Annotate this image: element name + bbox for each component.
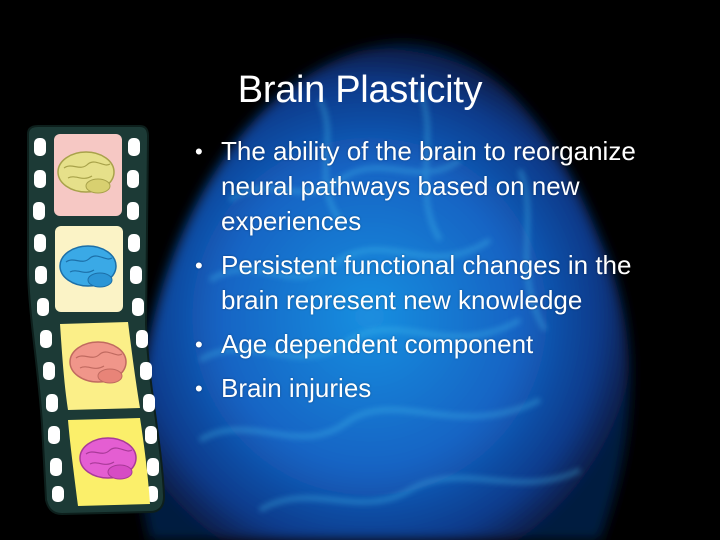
bullet-list: • The ability of the brain to reorganize…	[193, 134, 693, 415]
bullet-item: • Persistent functional changes in the b…	[193, 248, 693, 318]
bullet-item: • Age dependent component	[193, 327, 693, 362]
bullet-text: The ability of the brain to reorganize n…	[221, 136, 636, 236]
bullet-item: • Brain injuries	[193, 371, 693, 406]
brain-icon	[57, 151, 115, 194]
bullet-icon: •	[195, 376, 203, 401]
brain-icon	[59, 245, 117, 288]
bullet-text: Age dependent component	[221, 329, 534, 359]
bullet-icon: •	[195, 139, 203, 164]
slide-title: Brain Plasticity	[237, 69, 483, 112]
bullet-text: Persistent functional changes in the bra…	[221, 250, 632, 315]
brain-icon	[69, 341, 127, 384]
bullet-icon: •	[195, 332, 203, 357]
film-strip-illustration	[22, 124, 172, 516]
brain-icon	[79, 437, 137, 480]
bullet-item: • The ability of the brain to reorganize…	[193, 134, 693, 239]
bullet-text: Brain injuries	[221, 373, 372, 403]
bullet-icon: •	[195, 253, 203, 278]
